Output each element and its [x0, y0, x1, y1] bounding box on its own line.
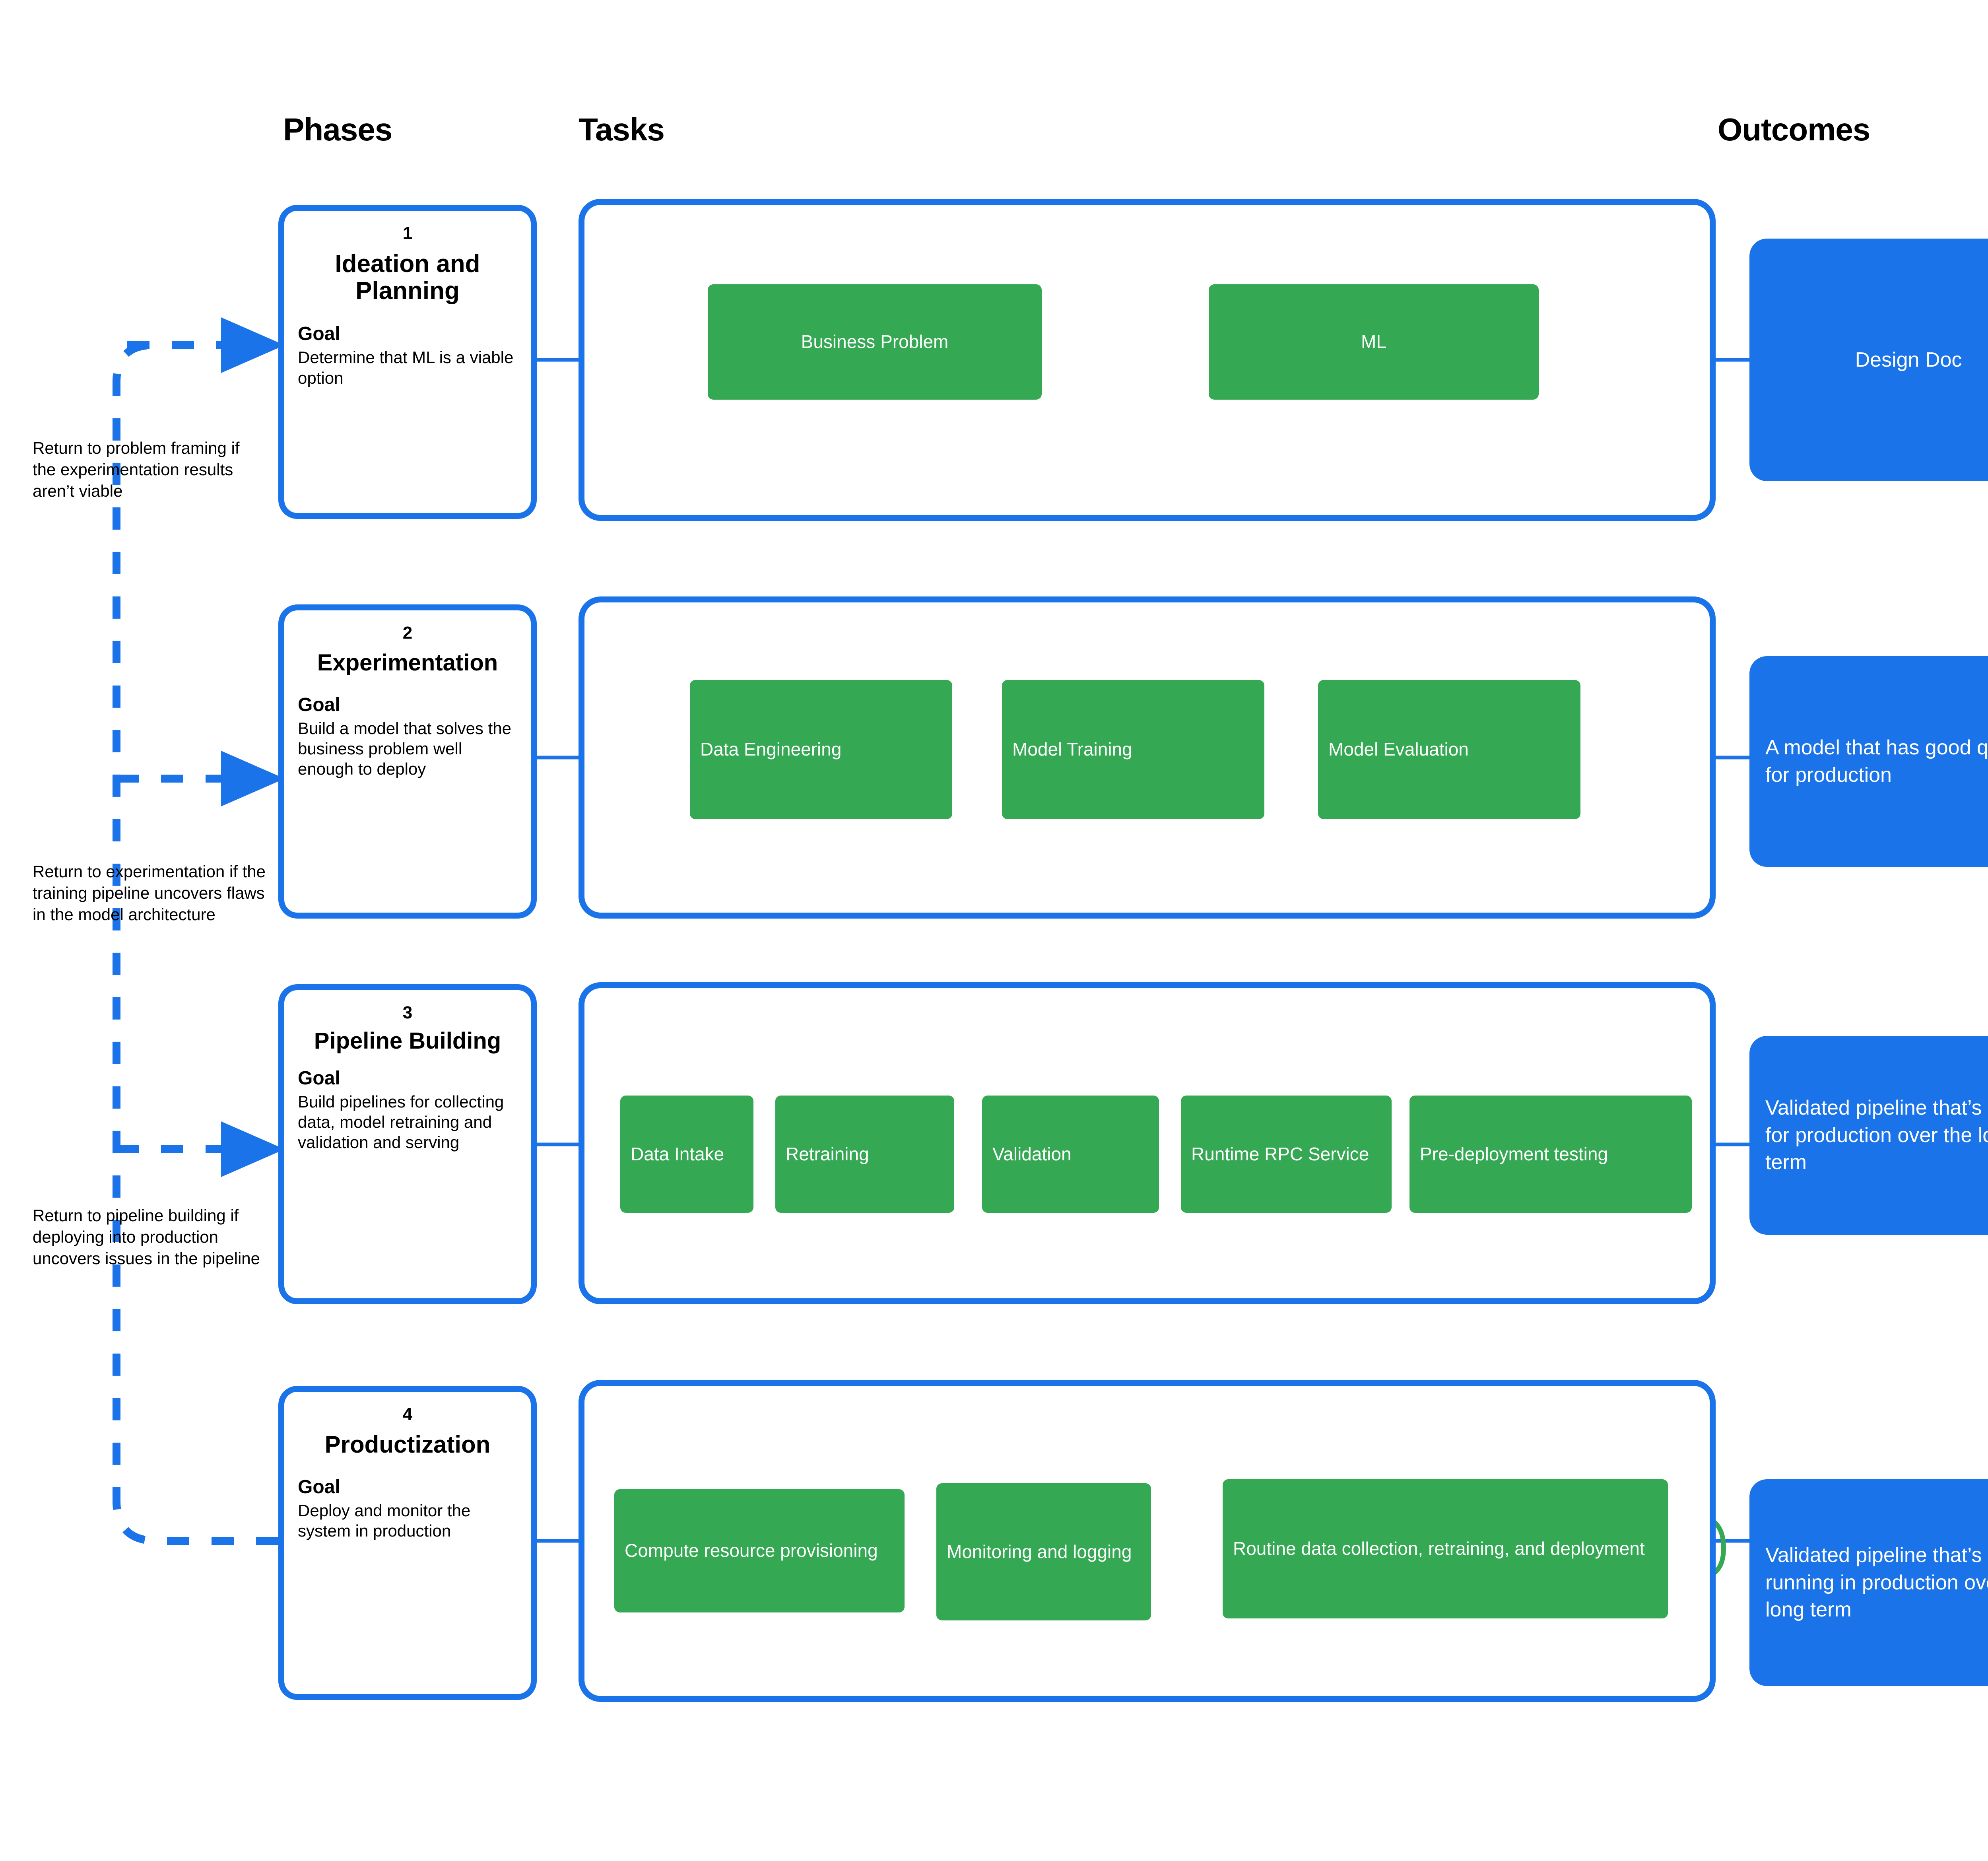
note-return-to-experimentation-training: Return to experimentation if the trainin…: [33, 862, 266, 924]
phase-title: Pipeline Building: [314, 1028, 501, 1054]
phase-card-experimentation[interactable]: 2 Experimentation Goal Build a model tha…: [278, 604, 537, 919]
phase-number: 4: [402, 1404, 413, 1424]
phase-card-productization[interactable]: 4 Productization Goal Deploy and monitor…: [278, 1386, 537, 1700]
outcome-box-model-good-quality[interactable]: A model that has good quality for produc…: [1749, 656, 1988, 867]
outcome-box-validated-pipeline-running[interactable]: Validated pipeline that’s running in pro…: [1749, 1479, 1988, 1686]
outcome-box-design-doc[interactable]: Design Doc: [1749, 239, 1988, 481]
goal-label: Goal: [298, 694, 340, 715]
task-box-monitoring-and-logging[interactable]: Monitoring and logging: [936, 1483, 1151, 1620]
goal-text: Build pipelines for collecting data, mod…: [298, 1092, 504, 1152]
task-box-data-engineering[interactable]: Data Engineering: [690, 680, 952, 819]
task-box-data-intake[interactable]: Data Intake: [620, 1096, 753, 1213]
phase-title: Productization: [324, 1431, 491, 1458]
task-box-retraining[interactable]: Retraining: [775, 1096, 954, 1213]
task-box-runtime-rpc-service[interactable]: Runtime RPC Service: [1181, 1096, 1392, 1213]
goal-label: Goal: [298, 323, 340, 345]
phase-title: Ideation and Planning: [335, 250, 480, 305]
outcome-box-validated-pipeline-ready[interactable]: Validated pipeline that’s ready for prod…: [1749, 1036, 1988, 1235]
column-header-tasks: Tasks: [579, 112, 665, 147]
tasks-to-outcome-links: [1716, 358, 1749, 1543]
goal-label: Goal: [298, 1067, 340, 1089]
task-box-routine-data-collection[interactable]: Routine data collection, retraining, and…: [1223, 1479, 1668, 1618]
phase-number: 2: [402, 623, 413, 643]
goal-label: Goal: [298, 1476, 340, 1498]
phase-card-pipeline-building[interactable]: 3 Pipeline Building Goal Build pipelines…: [278, 984, 537, 1304]
return-trunk-left: [113, 341, 278, 1545]
task-box-pre-deployment-testing[interactable]: Pre-deployment testing: [1409, 1096, 1692, 1213]
task-box-business-problem[interactable]: Business Problem: [708, 284, 1042, 400]
column-header-phases: Phases: [283, 112, 392, 147]
phase-to-tasks-links: [537, 358, 579, 1543]
goal-text: Build a model that solves the business p…: [298, 719, 511, 779]
task-box-ml[interactable]: ML: [1209, 284, 1539, 400]
note-return-to-problem-framing: Return to problem framing if the experim…: [33, 439, 240, 500]
task-box-validation[interactable]: Validation: [982, 1096, 1159, 1213]
phase-title: Experimentation: [317, 650, 498, 676]
phase-number: 3: [402, 1003, 413, 1022]
note-return-to-pipeline-building: Return to pipeline building if deploying…: [33, 1206, 260, 1268]
task-box-model-evaluation[interactable]: Model Evaluation: [1318, 680, 1580, 819]
task-box-compute-resource-provisioning[interactable]: Compute resource provisioning: [614, 1489, 905, 1612]
phase-number: 1: [402, 223, 413, 243]
phase-card-ideation-and-planning[interactable]: 1 Ideation and Planning Goal Determine t…: [278, 205, 537, 519]
goal-text: Determine that ML is a viable option: [298, 348, 514, 387]
column-header-outcomes: Outcomes: [1718, 112, 1870, 147]
task-box-model-training[interactable]: Model Training: [1002, 680, 1264, 819]
goal-text: Deploy and monitor the system in product…: [298, 1501, 471, 1540]
